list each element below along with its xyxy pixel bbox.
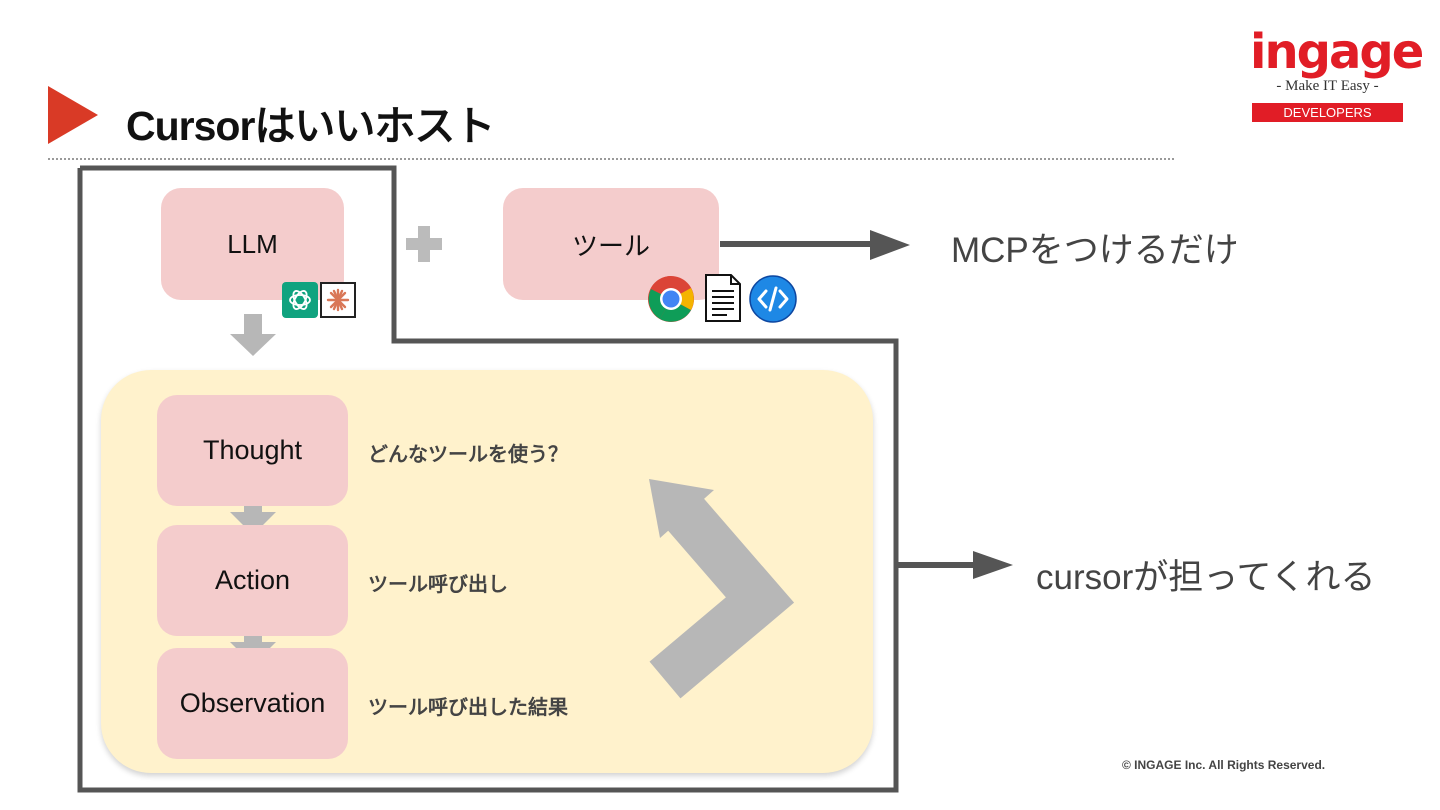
observation-description: ツール呼び出した結果 (368, 697, 568, 719)
llm-label: LLM (227, 228, 278, 259)
observation-box: Observation (157, 648, 348, 759)
openai-icon (282, 282, 318, 318)
page-title: Cursorはいいホスト (126, 103, 495, 149)
logo-wordmark: ingage (1250, 24, 1424, 80)
action-label: Action (214, 565, 291, 595)
logo-tagline: - Make IT Easy - (1276, 78, 1379, 94)
cursor-arrow (897, 551, 1013, 579)
action-box: Action (157, 525, 348, 636)
plus-icon (406, 226, 442, 262)
mcp-note: MCPをつけるだけ (951, 231, 1239, 270)
code-icon (749, 275, 797, 323)
cursor-frame-outline (77, 165, 899, 793)
thought-description: どんなツールを使う？ (368, 444, 568, 466)
logo-badge: DEVELOPERS (1252, 103, 1403, 122)
chrome-icon (647, 275, 695, 323)
observation-label: Observation (179, 688, 326, 718)
cursor-note: cursorが担ってくれる (1036, 558, 1376, 597)
tool-label: ツール (571, 230, 650, 261)
down-arrow-llm (230, 314, 276, 356)
llm-box: LLM (161, 188, 344, 300)
header-divider (48, 158, 1174, 160)
action-description: ツール呼び出し (368, 574, 508, 596)
tool-arrow (720, 230, 910, 260)
claude-icon (320, 282, 356, 318)
document-icon (703, 273, 743, 323)
title-marker-icon (48, 86, 98, 144)
thought-box: Thought (157, 395, 348, 506)
copyright-text: © INGAGE Inc. All Rights Reserved. (1122, 758, 1326, 772)
thought-label: Thought (202, 435, 303, 465)
loop-arrow-icon (649, 479, 795, 699)
